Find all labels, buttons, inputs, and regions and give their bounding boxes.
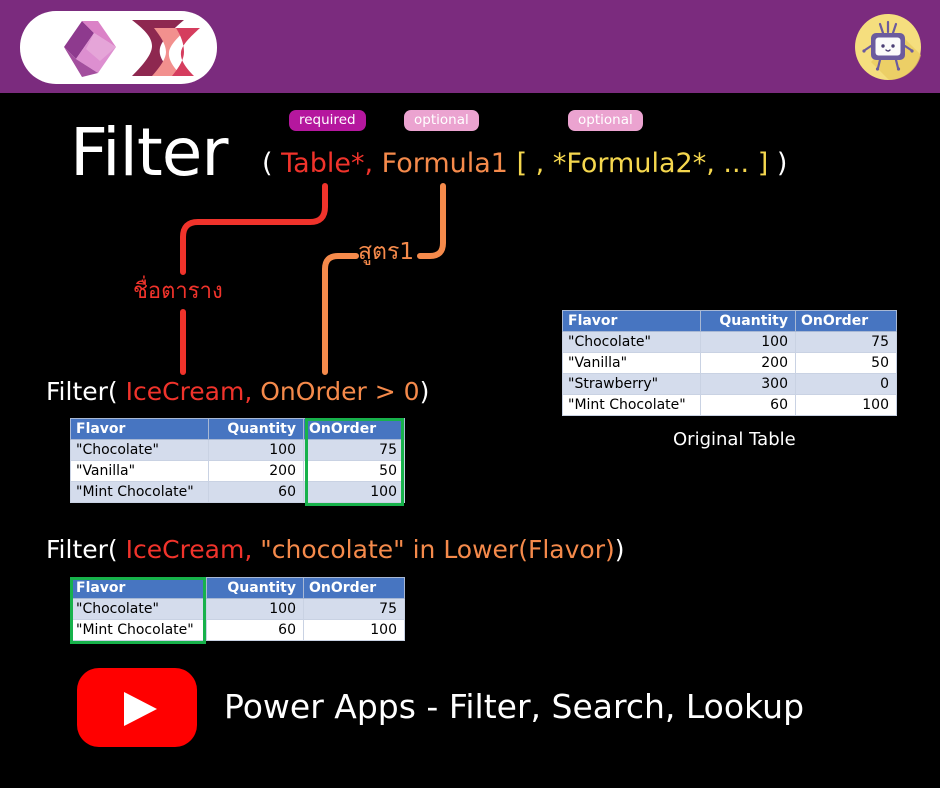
cell-flavor: "Mint Chocolate" (70, 481, 209, 503)
table-header-row: Flavor Quantity OnOrder (70, 577, 405, 599)
cell-quantity: 100 (208, 439, 304, 461)
table-row: "Chocolate" 100 75 (562, 331, 897, 353)
cell-flavor: "Chocolate" (70, 598, 207, 620)
cell-flavor: "Chocolate" (70, 439, 209, 461)
sig-part-close: ) (768, 148, 788, 179)
ex1-part-2: OnOrder > 0 (252, 377, 420, 406)
example-1-formula: Filter( IceCream, OnOrder > 0) (46, 379, 429, 404)
table-row: "Mint Chocolate" 60 100 (70, 481, 405, 503)
cell-flavor: "Strawberry" (562, 373, 701, 395)
ex1-part-1: IceCream, (117, 377, 253, 406)
youtube-play-button[interactable] (77, 668, 197, 747)
badge-optional-formula1: optional (404, 110, 479, 132)
annotation-formula-name: สูตร1 (358, 239, 414, 265)
table-row: "Vanilla" 200 50 (562, 352, 897, 374)
example-2-formula: Filter( IceCream, "chocolate" in Lower(F… (46, 537, 625, 562)
cell-flavor: "Mint Chocolate" (70, 619, 207, 641)
col-header-onorder: OnOrder (303, 418, 405, 440)
ex2-part-2: "chocolate" in Lower(Flavor) (252, 535, 615, 564)
cell-flavor: "Vanilla" (562, 352, 701, 374)
cell-onorder: 50 (303, 460, 405, 482)
connector-formula-lower (322, 253, 359, 375)
function-signature-args: ( Table*, Formula1 [ , *Formula2*, ... ]… (262, 150, 787, 177)
table-row: "Chocolate" 100 75 (70, 598, 405, 620)
col-header-flavor: Flavor (70, 577, 207, 599)
cell-quantity: 60 (700, 394, 796, 416)
cell-onorder: 100 (795, 394, 897, 416)
sig-part-table: Table*, (272, 148, 374, 179)
table-row: "Chocolate" 100 75 (70, 439, 405, 461)
result-table-1: Flavor Quantity OnOrder "Chocolate" 100 … (70, 418, 405, 503)
sig-part-optional: [ , *Formula2*, ... ] (507, 148, 769, 179)
col-header-quantity: Quantity (206, 577, 304, 599)
robot-tv-mascot (849, 8, 927, 86)
cell-onorder: 100 (303, 481, 405, 503)
video-title: Power Apps - Filter, Search, Lookup (224, 687, 805, 726)
mascot-artwork (855, 14, 921, 80)
logo-artwork (64, 20, 200, 77)
play-triangle-icon (124, 692, 157, 726)
col-header-quantity: Quantity (208, 418, 304, 440)
cell-onorder: 50 (795, 352, 897, 374)
ex1-part-3: ) (419, 377, 430, 406)
original-table: Flavor Quantity OnOrder "Chocolate" 100 … (562, 310, 897, 416)
badge-required: required (289, 110, 366, 132)
cell-quantity: 300 (700, 373, 796, 395)
cell-quantity: 60 (206, 619, 304, 641)
table-row: "Mint Chocolate" 60 100 (70, 619, 405, 641)
col-header-flavor: Flavor (70, 418, 209, 440)
annotation-table-name: ชื่อตาราง (133, 279, 223, 304)
ex1-part-0: Filter( (46, 377, 118, 406)
cell-flavor: "Chocolate" (562, 331, 701, 353)
cell-quantity: 60 (208, 481, 304, 503)
table-header-row: Flavor Quantity OnOrder (70, 418, 405, 440)
result-table-2: Flavor Quantity OnOrder "Chocolate" 100 … (70, 577, 405, 641)
cell-flavor: "Vanilla" (70, 460, 209, 482)
sig-part-formula1: Formula1 (373, 148, 508, 179)
header-bar (0, 0, 940, 93)
badge-optional-formula2: optional (568, 110, 643, 132)
col-header-flavor: Flavor (562, 310, 701, 332)
table-row: "Vanilla" 200 50 (70, 460, 405, 482)
cell-onorder: 75 (303, 598, 405, 620)
cell-flavor: "Mint Chocolate" (562, 394, 701, 416)
cell-onorder: 100 (303, 619, 405, 641)
cell-onorder: 75 (303, 439, 405, 461)
cell-quantity: 100 (700, 331, 796, 353)
cell-quantity: 200 (700, 352, 796, 374)
original-table-caption: Original Table (673, 429, 796, 450)
col-header-onorder: OnOrder (795, 310, 897, 332)
connector-table-name (180, 183, 328, 275)
table-header-row: Flavor Quantity OnOrder (562, 310, 897, 332)
function-name-title: Filter (70, 114, 228, 191)
ex2-part-3: ) (614, 535, 625, 564)
cell-quantity: 200 (208, 460, 304, 482)
cell-onorder: 0 (795, 373, 897, 395)
col-header-quantity: Quantity (700, 310, 796, 332)
sig-part-open: ( (262, 148, 273, 179)
col-header-onorder: OnOrder (303, 577, 405, 599)
connector-formula-upper (417, 183, 446, 259)
table-row: "Strawberry" 300 0 (562, 373, 897, 395)
cell-onorder: 75 (795, 331, 897, 353)
ex2-part-1: IceCream, (117, 535, 253, 564)
cell-quantity: 100 (206, 598, 304, 620)
table-row: "Mint Chocolate" 60 100 (562, 394, 897, 416)
power-platform-logo (20, 11, 217, 84)
ex2-part-0: Filter( (46, 535, 118, 564)
